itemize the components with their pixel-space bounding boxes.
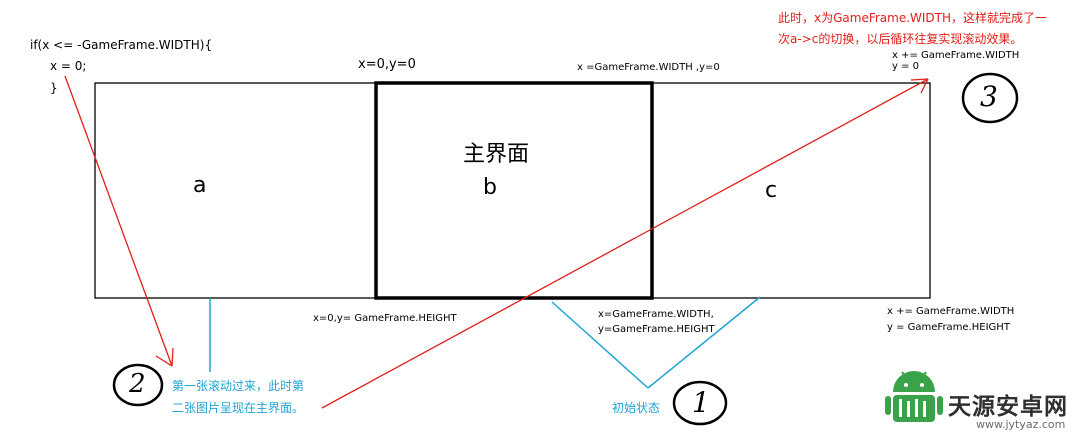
circle-step3 [961,72,1019,124]
code-line-assign: x = 0; [50,59,87,73]
circle-step1 [672,380,728,426]
step-3-number: 3 [980,80,998,113]
red-arrow-to-step3 [321,78,929,409]
note-cyan-line-1: 第一张滚动过来，此时第 [172,379,305,393]
note-cyan-line-2: 二张图片呈现在主界面。 [172,401,305,415]
code-line-close: } [50,81,58,95]
circle-step2 [112,363,164,407]
box-c-label: c [765,178,778,203]
box-b [374,81,654,300]
code-line-if: if(x <= -GameFrame.WIDTH){ [30,38,213,52]
note-initial-state: 初始状态 [612,401,661,415]
note-red-line-2: 次a->c的切换，以后循环往复实现滚动效果。 [778,32,1023,46]
step-2-number: 2 [129,369,146,399]
box-c [651,82,931,299]
box-a-label: a [193,173,207,198]
box-a [94,82,377,299]
step-1-number: 1 [692,386,710,419]
label-right-top-2: y = 0 [892,61,920,72]
label-right-top-1: x += GameFrame.WIDTH [892,50,1020,61]
note-red-line-1: 此时，x为GameFrame.WIDTH，这样就完成了一 [778,11,1048,25]
watermark-name: 天源安卓网 [948,394,1068,420]
main-interface-title: 主界面 [463,142,530,167]
box-b-label: b [483,175,497,200]
label-c-bottom-2: y=GameFrame.HEIGHT [598,324,715,335]
cyan-pointer-initial [551,296,761,389]
android-robot-icon [885,371,943,422]
label-b-bottom: x=0,y= GameFrame.HEIGHT [313,313,457,324]
label-right-bottom-2: y = GameFrame.HEIGHT [887,322,1010,333]
label-c-top: x =GameFrame.WIDTH ,y=0 [577,62,720,73]
watermark-url: www.jytyaz.com [976,418,1066,431]
label-c-bottom-1: x=GameFrame.WIDTH, [598,309,714,320]
red-arrow-to-step2 [64,75,174,367]
label-right-bottom-1: x += GameFrame.WIDTH [887,306,1015,317]
label-b-top: x=0,y=0 [358,57,416,72]
